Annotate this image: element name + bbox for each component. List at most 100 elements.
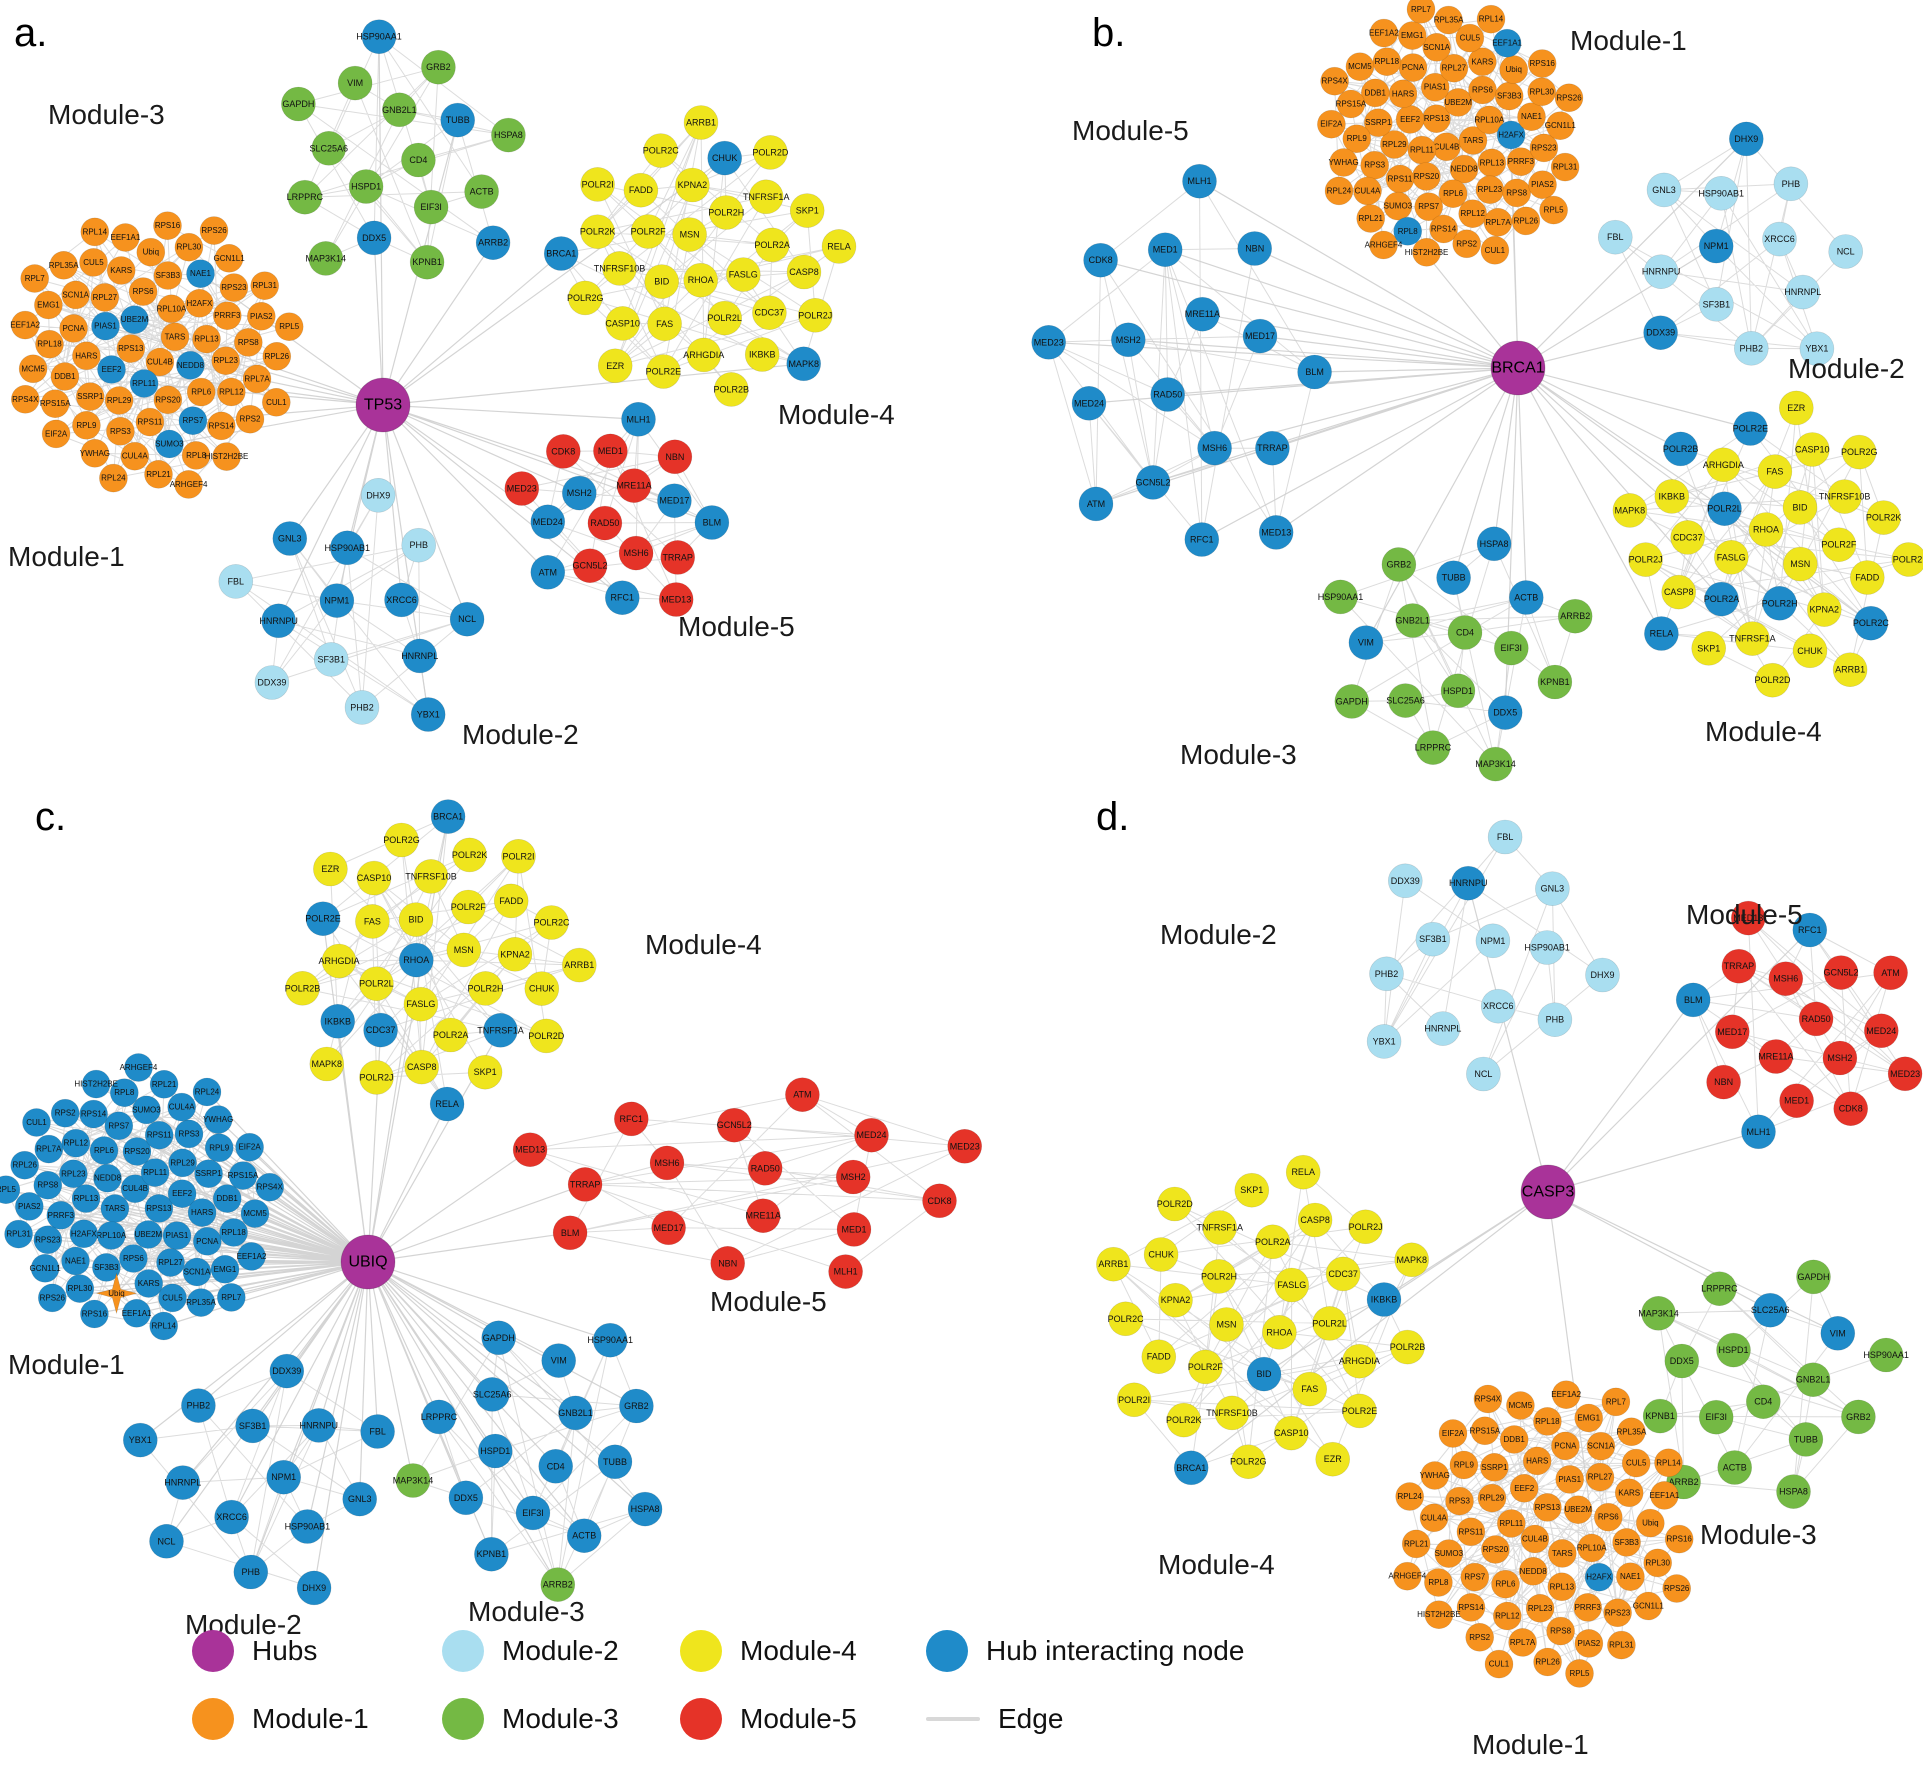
node-tnfrsf1a[interactable]: TNFRSF1A: [477, 1013, 524, 1048]
node-polr2b[interactable]: POLR2B: [1390, 1329, 1426, 1365]
node-trrap[interactable]: TRRAP: [660, 540, 696, 575]
node-rps8[interactable]: RPS8: [234, 328, 263, 357]
node-rpl31[interactable]: RPL31: [250, 271, 280, 301]
node-polr2g[interactable]: POLR2G: [1230, 1444, 1267, 1479]
node-map3k14[interactable]: MAP3K14: [393, 1463, 434, 1498]
node-scn1a[interactable]: SCN1A: [61, 280, 90, 310]
node-arrb1[interactable]: ARRB1: [1096, 1246, 1131, 1282]
node-casp8[interactable]: CASP8: [1661, 574, 1696, 610]
node-msh2[interactable]: MSH2: [835, 1159, 871, 1195]
node-polr2j[interactable]: POLR2J: [1628, 542, 1663, 577]
node-bid[interactable]: BID: [1782, 490, 1818, 525]
node-ddx39[interactable]: DDX39: [254, 665, 290, 700]
node-h2afx[interactable]: H2AFX: [185, 288, 214, 318]
node-rpl5[interactable]: RPL5: [1565, 1659, 1594, 1688]
node-rpl7a[interactable]: RPL7A: [1508, 1628, 1537, 1657]
node-fas[interactable]: FAS: [355, 904, 390, 939]
node-ddb1[interactable]: DDB1: [1361, 78, 1390, 108]
node-polr2e[interactable]: POLR2E: [305, 901, 341, 937]
node-emg1[interactable]: EMG1: [1574, 1403, 1603, 1433]
node-bid[interactable]: BID: [398, 902, 434, 937]
node-rps23[interactable]: RPS23: [219, 273, 249, 302]
node-cul1[interactable]: CUL1: [1484, 1649, 1514, 1679]
node-map3k14[interactable]: MAP3K14: [1475, 746, 1516, 782]
node-prrf3[interactable]: PRRF3: [1573, 1593, 1602, 1622]
node-casp10[interactable]: CASP10: [1795, 432, 1830, 467]
node-npm1[interactable]: NPM1: [266, 1459, 302, 1495]
node-rpl35a[interactable]: RPL35A: [1434, 5, 1464, 35]
node-eif3i[interactable]: EIF3I: [515, 1495, 551, 1531]
node-kars[interactable]: KARS: [106, 256, 136, 285]
node-rpl18[interactable]: RPL18: [1372, 47, 1402, 77]
node-ube2m[interactable]: UBE2M: [120, 305, 149, 335]
node-hist2h2be[interactable]: HIST2H2BE: [1417, 1600, 1461, 1629]
node-rps3[interactable]: RPS3: [174, 1119, 204, 1149]
node-prrf3[interactable]: PRRF3: [46, 1201, 76, 1230]
node-gcn1l1[interactable]: GCN1L1: [214, 243, 246, 273]
node-hnrnpu[interactable]: HNRNPU: [1642, 254, 1681, 290]
node-vim[interactable]: VIM: [541, 1343, 577, 1378]
node-actb[interactable]: ACTB: [1717, 1450, 1752, 1485]
node-rhoa[interactable]: RHOA: [1262, 1315, 1297, 1350]
node-xrcc6[interactable]: XRCC6: [1762, 221, 1797, 257]
node-hspa8[interactable]: HSPA8: [1476, 526, 1512, 562]
node-cul1[interactable]: CUL1: [261, 387, 291, 417]
node-kpna2[interactable]: KPNA2: [1158, 1282, 1193, 1318]
node-polr2k[interactable]: POLR2K: [1866, 500, 1902, 535]
node-hnrnpu[interactable]: HNRNPU: [259, 603, 298, 639]
node-kars[interactable]: KARS: [1614, 1478, 1644, 1508]
node-phb[interactable]: PHB: [1773, 166, 1809, 202]
node-bid[interactable]: BID: [1246, 1356, 1282, 1392]
node-polr2f[interactable]: POLR2F: [1821, 527, 1857, 563]
node-rpl6[interactable]: RPL6: [1491, 1569, 1520, 1599]
node-msn[interactable]: MSN: [1783, 546, 1818, 582]
node-rpl10a[interactable]: RPL10A: [1474, 105, 1505, 135]
node-med1[interactable]: MED1: [1147, 232, 1183, 267]
node-hsp90ab1[interactable]: HSP90AB1: [1698, 176, 1744, 211]
node-rad50[interactable]: RAD50: [1798, 1001, 1834, 1037]
node-med17[interactable]: MED17: [1242, 318, 1278, 354]
node-ddx5[interactable]: DDX5: [1487, 695, 1523, 730]
node-arhgef4[interactable]: ARHGEF4: [1388, 1561, 1427, 1591]
node-cd4[interactable]: CD4: [1746, 1384, 1781, 1419]
node-rpl27[interactable]: RPL27: [156, 1248, 185, 1277]
node-cd4[interactable]: CD4: [1447, 615, 1483, 650]
node-h2afx[interactable]: H2AFX: [1584, 1562, 1614, 1592]
node-ssrp1[interactable]: SSRP1: [75, 382, 105, 411]
node-pcna[interactable]: PCNA: [1398, 53, 1428, 82]
node-eef1a2[interactable]: EEF1A2: [10, 310, 41, 340]
node-polr2i[interactable]: POLR2I: [501, 838, 536, 874]
node-med1[interactable]: MED1: [1779, 1083, 1814, 1118]
node-polr2a[interactable]: POLR2A: [1255, 1224, 1291, 1260]
node-tnfrsf10b[interactable]: TNFRSF10B: [1206, 1395, 1258, 1431]
node-hsp90aa1[interactable]: HSP90AA1: [587, 1322, 633, 1358]
node-hars[interactable]: HARS: [1522, 1446, 1552, 1476]
node-prrf3[interactable]: PRRF3: [213, 301, 242, 331]
node-rpl23[interactable]: RPL23: [1475, 175, 1505, 204]
node-rps7[interactable]: RPS7: [104, 1111, 134, 1141]
node-polr2c[interactable]: POLR2C: [1853, 605, 1890, 641]
node-polr2j[interactable]: POLR2J: [1348, 1209, 1383, 1245]
node-tubb[interactable]: TUBB: [440, 102, 476, 138]
node-kars[interactable]: KARS: [134, 1269, 163, 1298]
node-rps14[interactable]: RPS14: [207, 411, 236, 441]
node-rpl31[interactable]: RPL31: [4, 1219, 33, 1249]
node-phb[interactable]: PHB: [401, 527, 437, 563]
node-cul4b[interactable]: CUL4B: [1432, 132, 1461, 162]
node-gcn1l1[interactable]: GCN1L1: [1633, 1591, 1665, 1621]
node-rpl9[interactable]: RPL9: [72, 410, 101, 440]
node-fbl[interactable]: FBL: [360, 1414, 395, 1449]
node-eef1a1[interactable]: EEF1A1: [1492, 28, 1523, 58]
node-rpl8[interactable]: RPL8: [1424, 1568, 1453, 1597]
node-rpl23[interactable]: RPL23: [59, 1159, 88, 1189]
node-h2afx[interactable]: H2AFX: [69, 1219, 99, 1249]
node-rpl8[interactable]: RPL8: [110, 1078, 139, 1107]
node-eef2[interactable]: EEF2: [1395, 105, 1425, 134]
node-atm[interactable]: ATM: [530, 554, 566, 590]
node-eef1a2[interactable]: EEF1A2: [237, 1242, 267, 1271]
node-med17[interactable]: MED17: [1715, 1014, 1750, 1050]
node-faslg[interactable]: FASLG: [403, 986, 439, 1022]
node-polr2d[interactable]: POLR2D: [1754, 662, 1791, 698]
node-tnfrsf1a[interactable]: TNFRSF1A: [743, 179, 790, 215]
node-polr2e[interactable]: POLR2E: [646, 354, 682, 389]
